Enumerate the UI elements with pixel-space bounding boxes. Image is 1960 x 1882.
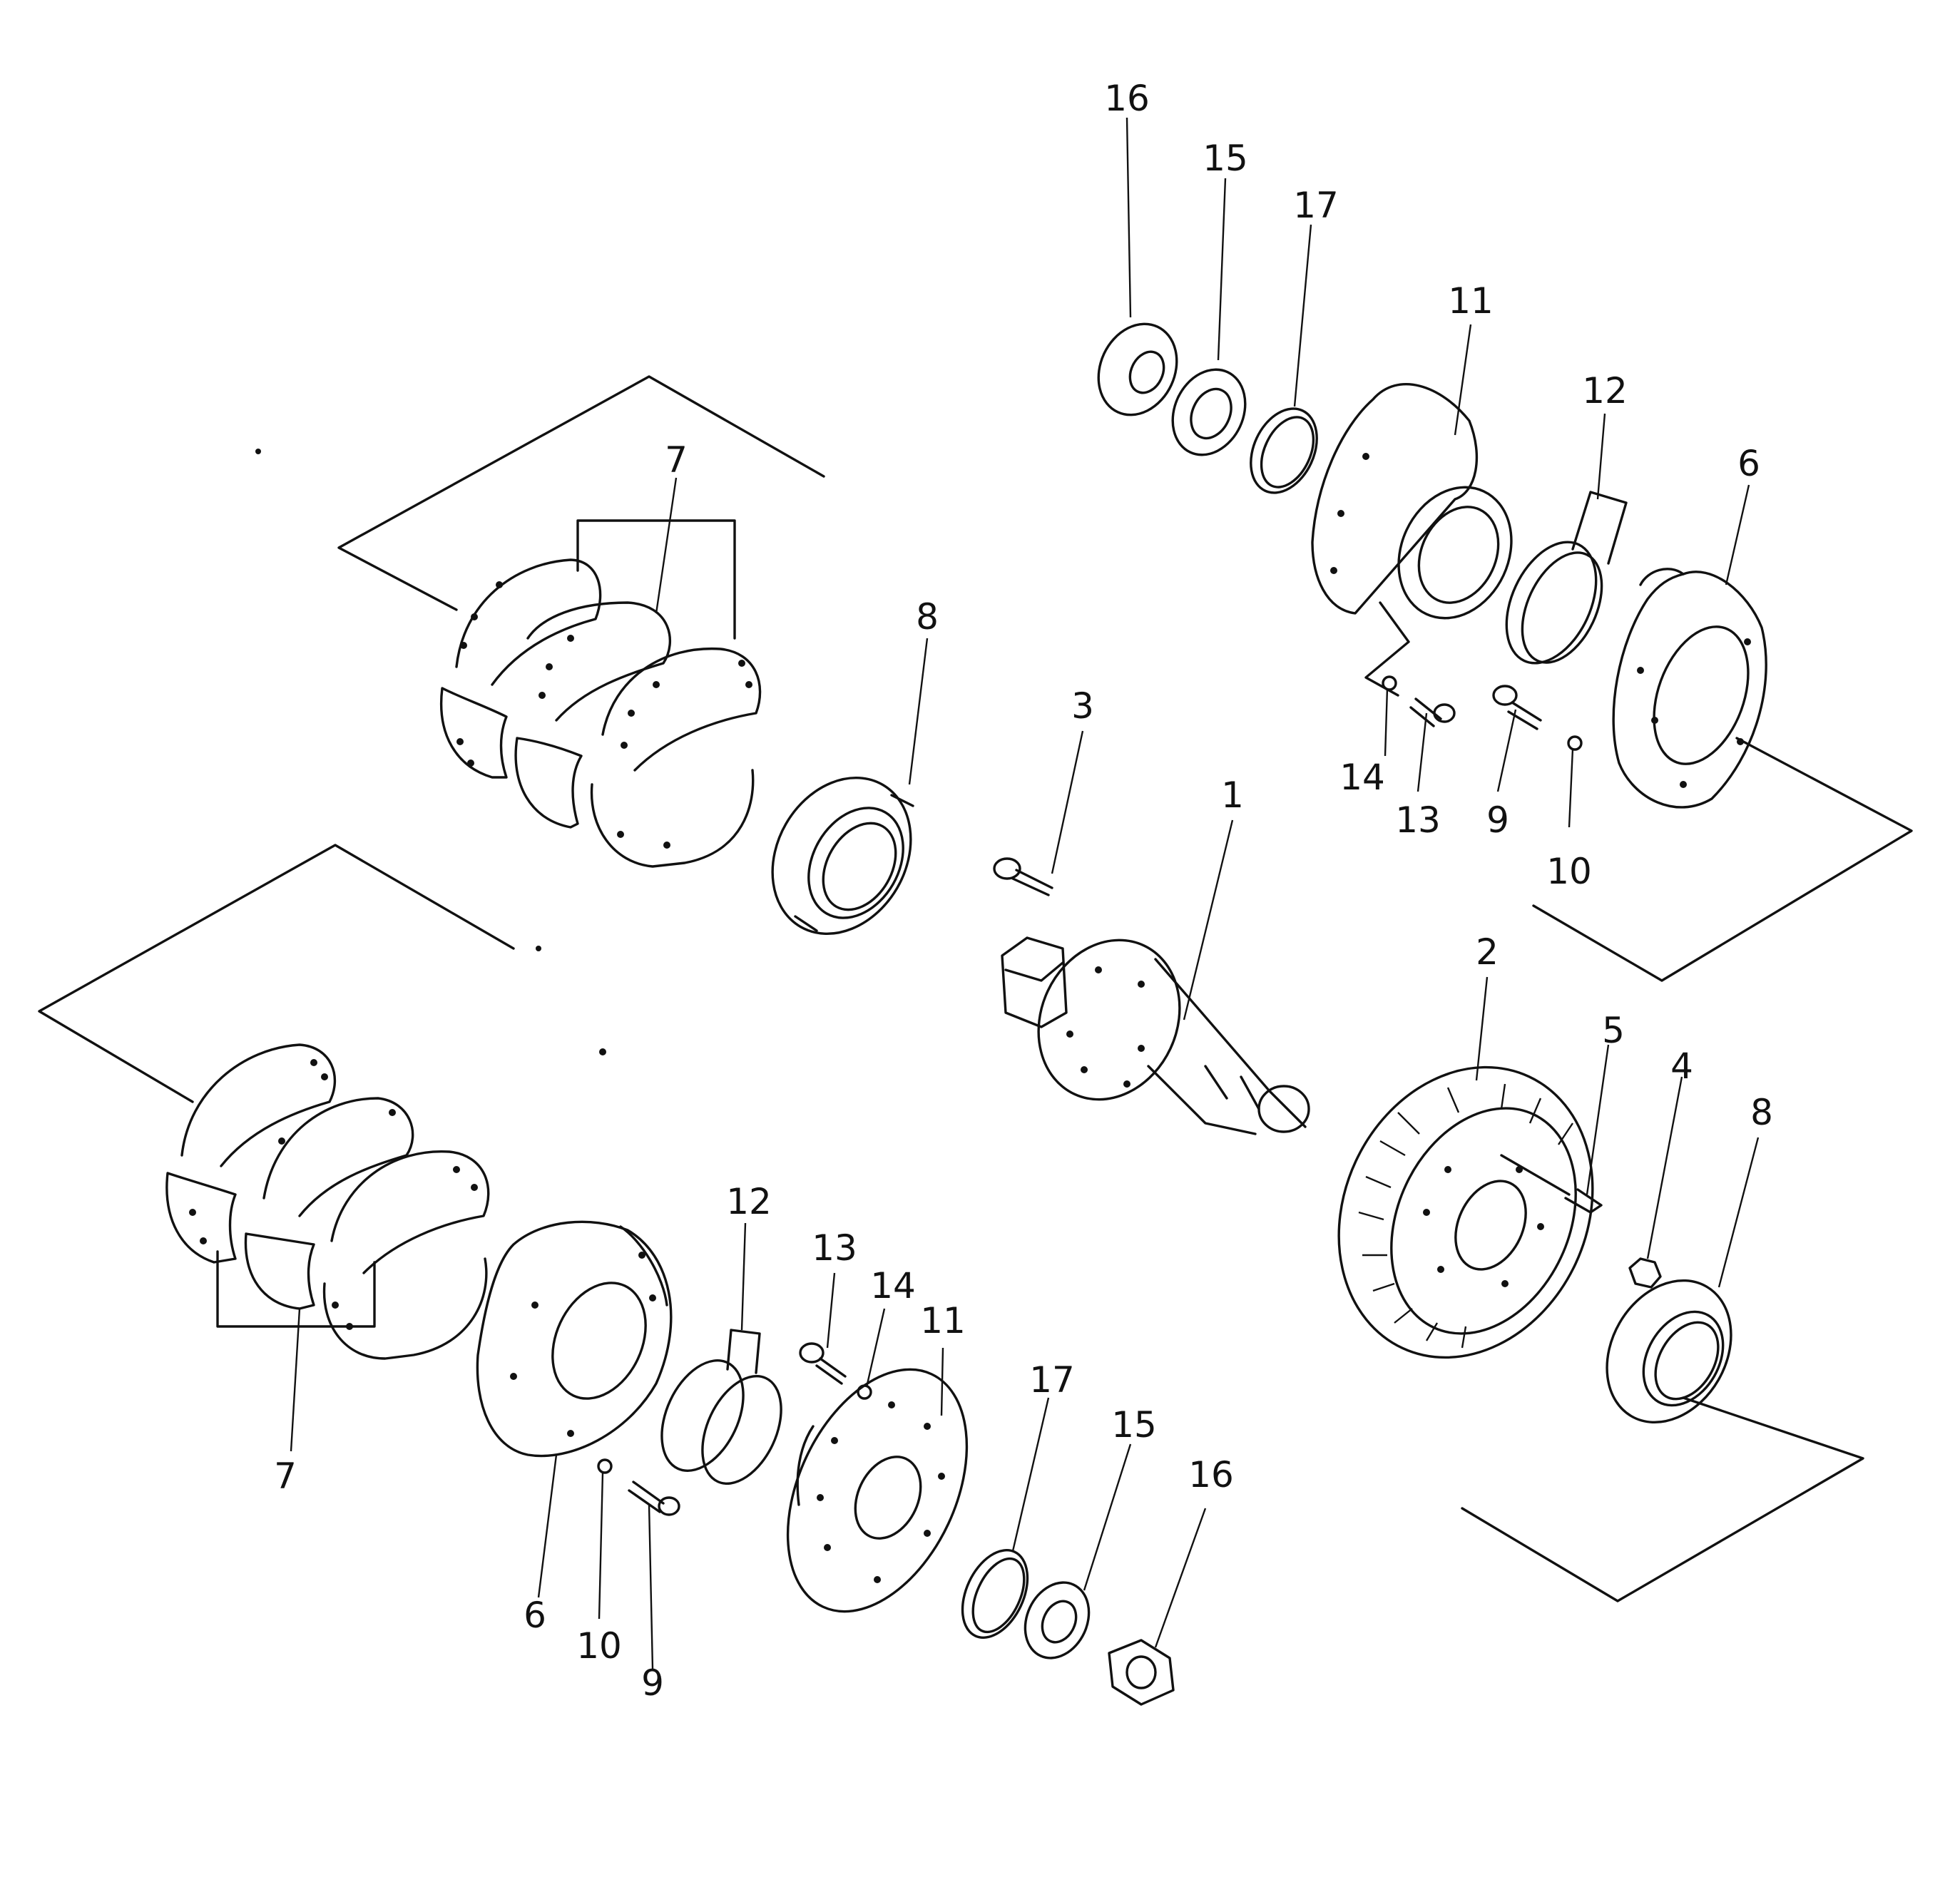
label-10-lower: 10 <box>576 1625 622 1667</box>
label-6-upper: 6 <box>1737 443 1760 484</box>
shim-stack-upper <box>440 519 762 868</box>
label-15-upper: 15 <box>1203 138 1248 179</box>
seal-16-upper <box>1097 322 1178 416</box>
right-upper-bracket <box>1532 737 1913 982</box>
label-9-upper: 9 <box>1486 799 1509 841</box>
nut-4 <box>1628 1257 1662 1289</box>
label-16-lower: 16 <box>1188 1454 1234 1495</box>
label-14-lower: 14 <box>870 1265 916 1306</box>
label-2: 2 <box>1476 931 1499 973</box>
pin-5 <box>1500 1154 1603 1214</box>
label-9-lower: 9 <box>641 1662 664 1704</box>
pinion-shaft-1 <box>1001 936 1310 1135</box>
right-lower-bracket <box>1461 1396 1864 1602</box>
label-3: 3 <box>1071 685 1094 727</box>
upper-left-bracket <box>337 375 825 611</box>
small-parts-upper <box>1382 675 1583 751</box>
label-12-lower: 12 <box>726 1181 772 1222</box>
ring-17-upper <box>1250 407 1318 494</box>
snap-ring-12-upper <box>1505 491 1628 665</box>
label-4: 4 <box>1670 1045 1693 1087</box>
nut-16-lower <box>1108 1639 1175 1706</box>
bearing-8-lower <box>1606 1279 1732 1424</box>
middle-left-bracket <box>38 844 515 1103</box>
bearing-cage-11-upper <box>1311 383 1513 697</box>
label-7-lower: 7 <box>274 1456 297 1497</box>
label-8-lower: 8 <box>1750 1092 1773 1133</box>
label-12-upper: 12 <box>1582 370 1628 411</box>
label-17-lower: 17 <box>1029 1359 1075 1401</box>
housing-6-lower <box>476 1220 673 1458</box>
label-11-lower: 11 <box>920 1300 966 1341</box>
snap-ring-12-lower <box>660 1329 782 1485</box>
label-8-upper: 8 <box>916 596 939 638</box>
label-7-upper: 7 <box>665 439 688 481</box>
label-17-upper: 17 <box>1293 185 1339 226</box>
bolt-3 <box>993 857 1053 896</box>
label-13-upper: 13 <box>1395 799 1441 841</box>
label-15-lower: 15 <box>1111 1404 1157 1446</box>
label-1: 1 <box>1221 774 1244 816</box>
ring-17-lower <box>961 1549 1029 1639</box>
bearing-upper-8 <box>771 777 914 935</box>
small-parts-lower <box>597 1342 872 1516</box>
label-6-lower: 6 <box>524 1595 546 1636</box>
label-14-upper: 14 <box>1339 757 1385 798</box>
washer-15-lower <box>1024 1581 1091 1659</box>
housing-6-upper <box>1612 568 1767 809</box>
label-16-upper: 16 <box>1104 78 1150 119</box>
leader-lines <box>290 117 1760 1669</box>
shim-stack-lower <box>165 1043 490 1360</box>
bearing-cage-11-lower <box>786 1368 969 1613</box>
washer-15-upper <box>1171 368 1247 456</box>
label-13-lower: 13 <box>812 1227 857 1269</box>
label-5: 5 <box>1602 1010 1625 1051</box>
ring-gear-2 <box>1337 1065 1594 1359</box>
label-11-upper: 11 <box>1448 280 1494 322</box>
label-10-upper: 10 <box>1546 851 1592 892</box>
